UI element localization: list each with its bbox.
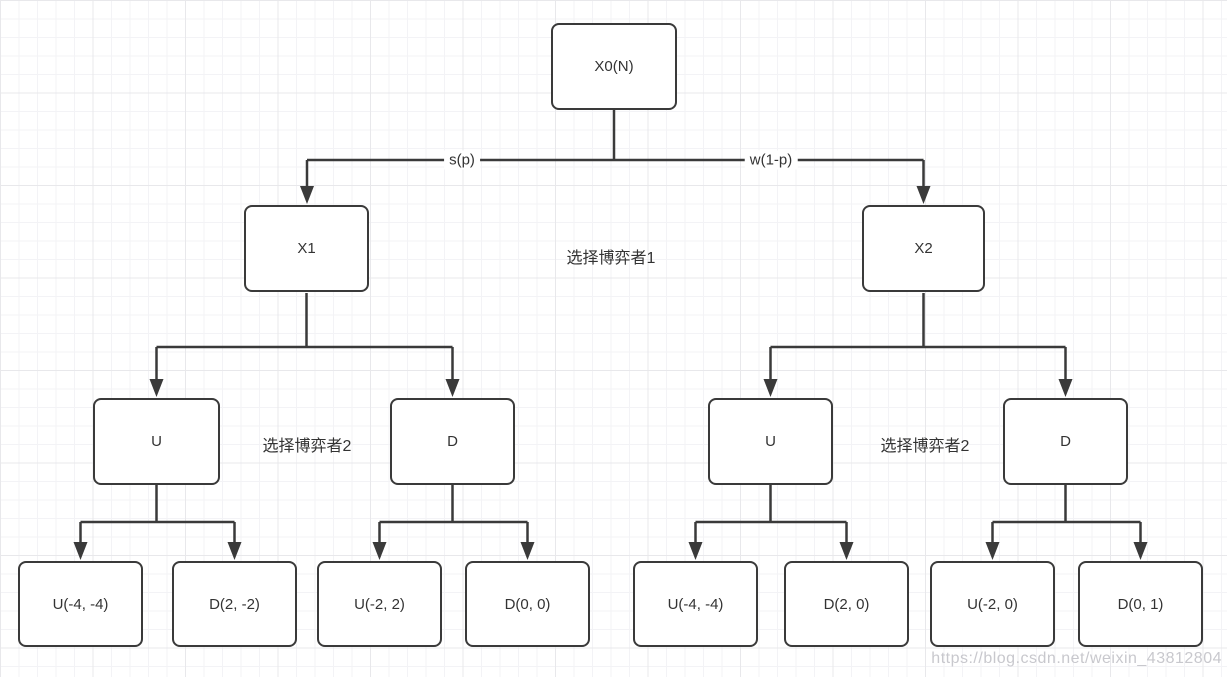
arrowhead-icon <box>985 542 1000 560</box>
arrowheads <box>73 186 1148 560</box>
leaf-payoff-2: D(2, -2) <box>172 561 297 647</box>
annotation-choose-player2-right: 选择博弈者2 <box>880 438 970 455</box>
arrowhead-icon <box>839 542 854 560</box>
edge-x2-to-children <box>769 293 1067 381</box>
arrowhead-icon <box>1058 379 1073 397</box>
edge-label-w-1-p: w(1-p) <box>744 150 798 170</box>
arrowhead-icon <box>300 186 314 204</box>
leaf-payoff-5: U(-4, -4) <box>633 561 758 647</box>
edge-root-to-level1 <box>305 110 925 188</box>
arrowhead-icon <box>1133 542 1148 560</box>
annotation-choose-player2-left: 选择博弈者2 <box>262 438 352 455</box>
node-x1: X1 <box>244 205 369 292</box>
edge-label-s-p: s(p) <box>444 150 480 170</box>
edge-uright-to-leaves <box>694 485 848 544</box>
arrowhead-icon <box>149 379 164 397</box>
annotation-choose-player1: 选择博弈者1 <box>566 250 656 267</box>
node-x0-root: X0(N) <box>551 23 677 110</box>
node-x2: X2 <box>862 205 985 292</box>
arrowhead-icon <box>73 542 88 560</box>
arrowhead-icon <box>763 379 778 397</box>
arrowhead-icon <box>227 542 242 560</box>
leaf-payoff-8: D(0, 1) <box>1078 561 1203 647</box>
edge-dright-to-leaves <box>991 485 1142 544</box>
leaf-payoff-4: D(0, 0) <box>465 561 590 647</box>
arrowhead-icon <box>445 379 460 397</box>
arrowhead-icon <box>688 542 703 560</box>
edge-uleft-to-leaves <box>79 485 236 544</box>
edge-x1-to-children <box>155 293 454 381</box>
leaf-payoff-7: U(-2, 0) <box>930 561 1055 647</box>
node-u-left: U <box>93 398 220 485</box>
leaf-payoff-6: D(2, 0) <box>784 561 909 647</box>
arrowhead-icon <box>916 186 931 204</box>
csdn-watermark: https://blog.csdn.net/weixin_43812804 <box>931 650 1222 667</box>
leaf-payoff-1: U(-4, -4) <box>18 561 143 647</box>
edge-dleft-to-leaves <box>378 485 529 544</box>
node-d-left: D <box>390 398 515 485</box>
node-d-right: D <box>1003 398 1128 485</box>
arrowhead-icon <box>372 542 387 560</box>
leaf-payoff-3: U(-2, 2) <box>317 561 442 647</box>
arrowhead-icon <box>520 542 535 560</box>
node-u-right: U <box>708 398 833 485</box>
